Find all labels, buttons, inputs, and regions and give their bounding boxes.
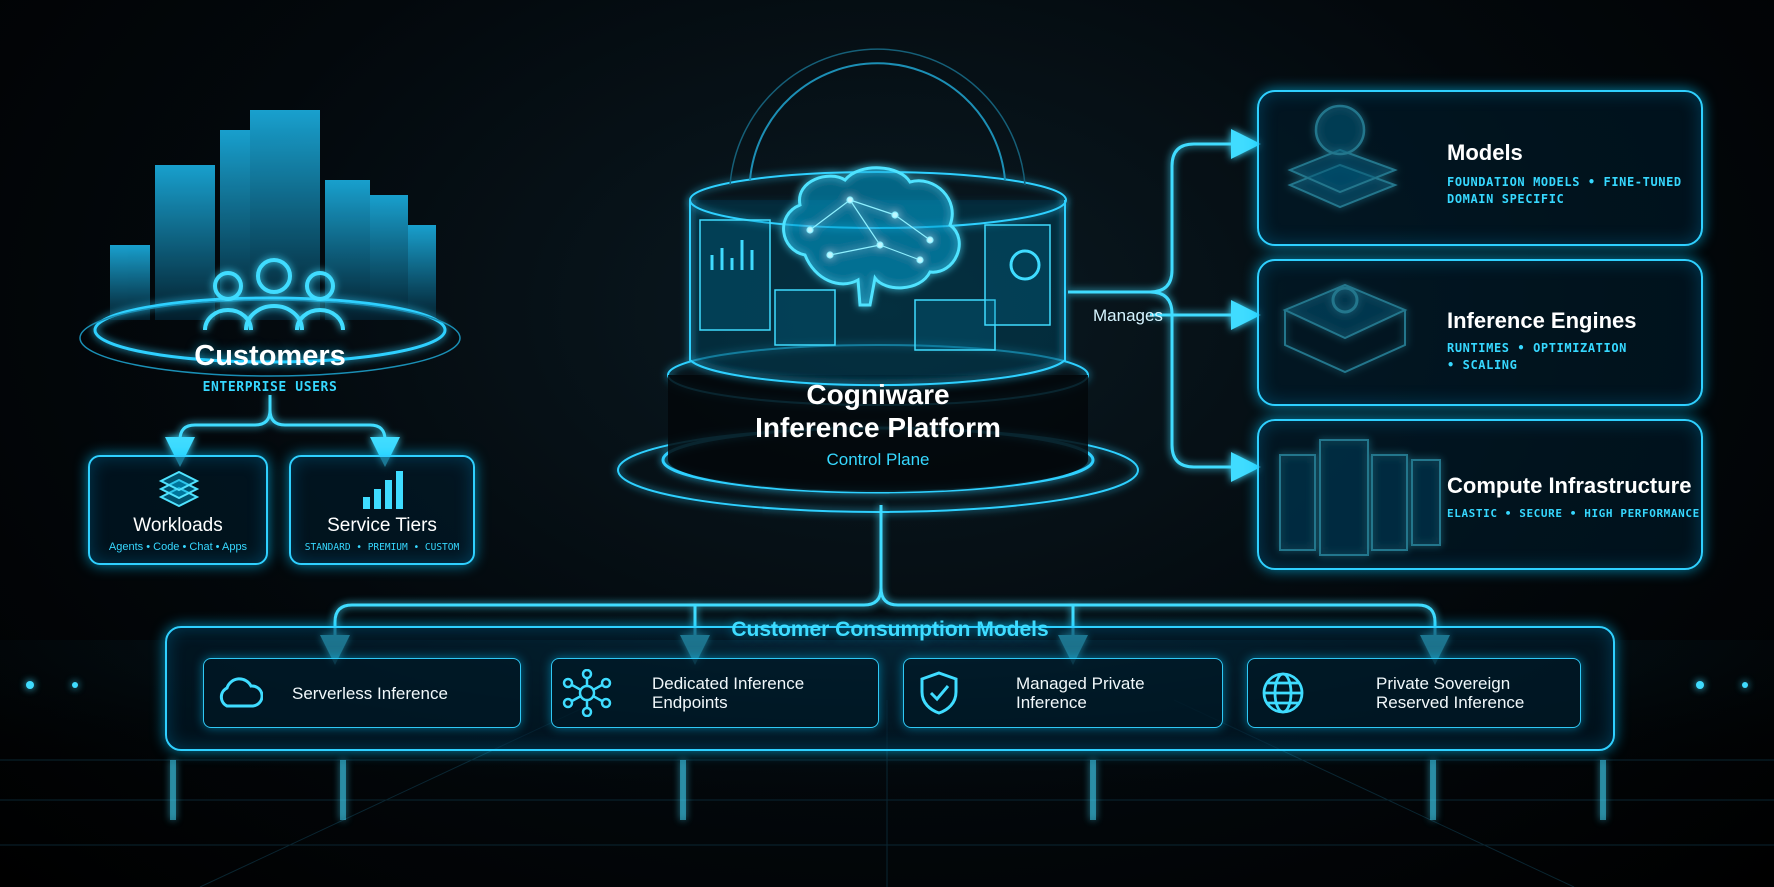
platform-title-line1: Cogniware	[806, 379, 950, 410]
brain-icon	[782, 166, 961, 307]
service-tiers-card: Service Tiers STANDARD • PREMIUM • CUSTO…	[289, 455, 475, 565]
inference-engines-card: Inference Engines RUNTIMES • OPTIMIZATIO…	[1257, 259, 1703, 406]
compute-line1: ELASTIC • SECURE • HIGH PERFORMANCE	[1447, 507, 1700, 520]
models-line2: DOMAIN SPECIFIC	[1447, 192, 1565, 206]
customers-subtitle: ENTERPRISE USERS	[202, 380, 338, 395]
platform-title-line2: Inference Platform	[755, 412, 1001, 443]
globe-icon	[1248, 670, 1318, 716]
workloads-items: Agents • Code • Chat • Apps	[108, 541, 248, 553]
consumption-item-dedicated: Dedicated Inference Endpoints	[551, 658, 879, 728]
bar-chart-icon	[710, 240, 754, 270]
dashboard-screens	[699, 219, 1051, 351]
cloud-icon	[204, 676, 274, 710]
consumption-item-serverless: Serverless Inference	[203, 658, 521, 728]
city-skyline-icon	[110, 110, 436, 320]
floor-lights	[26, 681, 1748, 820]
consumption-item-label: Dedicated Inference Endpoints	[652, 674, 805, 712]
gauge-icon	[1009, 249, 1041, 281]
customers-title: Customers	[194, 340, 346, 372]
consumption-title: Customer Consumption Models	[731, 618, 1049, 641]
platform-title: Cogniware Inference Platform	[700, 378, 1056, 444]
manages-label: Manages	[1093, 306, 1163, 325]
consumption-item-label: Serverless Inference	[292, 683, 448, 703]
engines-line1: RUNTIMES • OPTIMIZATION	[1447, 341, 1627, 355]
platform-subtitle: Control Plane	[826, 450, 930, 469]
consumption-models-panel: Customer Consumption Models Serverless I…	[165, 618, 1615, 751]
service-tiers-items: STANDARD • PREMIUM • CUSTOM	[304, 542, 460, 553]
network-nodes-icon	[552, 669, 622, 717]
consumption-item-label: Managed Private Inference	[1016, 674, 1145, 712]
signal-bars-icon	[361, 469, 407, 514]
workloads-title: Workloads	[133, 515, 223, 536]
service-tiers-title: Service Tiers	[327, 515, 437, 536]
consumption-item-label: Private Sovereign Reserved Inference	[1376, 674, 1525, 712]
floor-grid	[0, 699, 1774, 887]
models-card: Models FOUNDATION MODELS • FINE-TUNED DO…	[1257, 90, 1703, 246]
people-icon	[203, 258, 345, 331]
shield-check-icon	[904, 670, 974, 716]
compute-infrastructure-card: Compute Infrastructure ELASTIC • SECURE …	[1257, 419, 1703, 570]
compute-title: Compute Infrastructure	[1447, 473, 1692, 498]
layers-icon	[158, 470, 200, 514]
models-title: Models	[1447, 140, 1523, 165]
consumption-item-managed-private: Managed Private Inference	[903, 658, 1223, 728]
engines-line2: • SCALING	[1447, 358, 1518, 372]
engines-title: Inference Engines	[1447, 308, 1637, 333]
workloads-card: Workloads Agents • Code • Chat • Apps	[88, 455, 268, 565]
consumption-item-sovereign: Private Sovereign Reserved Inference	[1247, 658, 1581, 728]
models-line1: FOUNDATION MODELS • FINE-TUNED	[1447, 175, 1682, 189]
